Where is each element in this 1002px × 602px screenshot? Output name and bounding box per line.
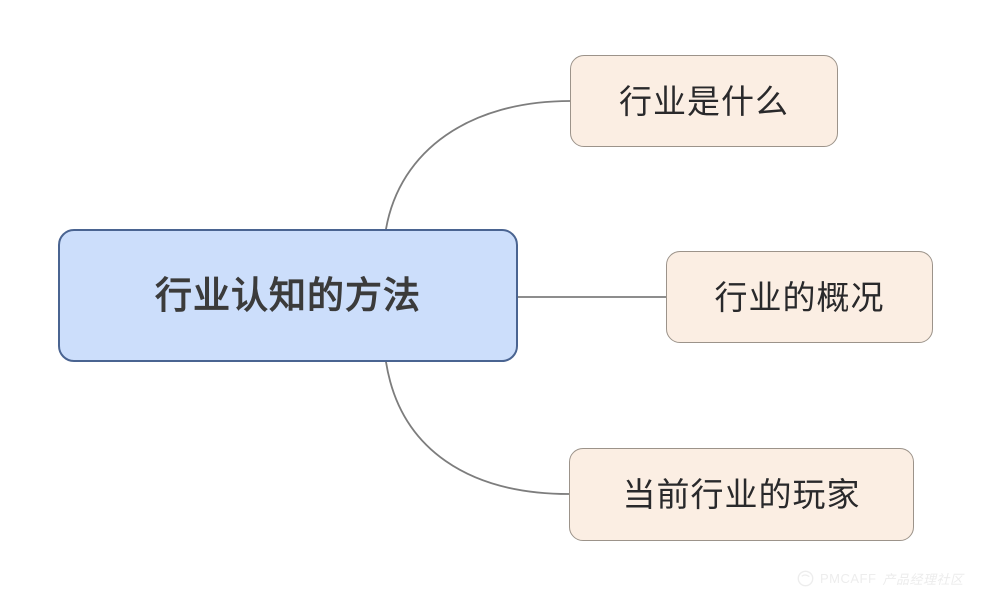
mindmap-child-node-1[interactable]: 行业是什么 xyxy=(570,55,838,147)
watermark: PMCAFF 产品经理社区 xyxy=(797,569,963,588)
mindmap-child-node-2-label: 行业的概况 xyxy=(714,278,885,316)
mindmap-child-node-1-label: 行业是什么 xyxy=(619,82,789,120)
connector-root-to-child-2 xyxy=(385,361,570,495)
mindmap-root-node[interactable]: 行业认知的方法 xyxy=(58,229,518,362)
mindmap-child-node-3-label: 当前行业的玩家 xyxy=(622,476,861,513)
mindmap-child-node-3[interactable]: 当前行业的玩家 xyxy=(569,448,914,541)
mindmap-child-node-2[interactable]: 行业的概况 xyxy=(666,251,933,343)
mindmap-root-node-label: 行业认知的方法 xyxy=(155,275,421,316)
watermark-brand: PMCAFF xyxy=(820,571,877,586)
watermark-tagline: 产品经理社区 xyxy=(882,572,964,587)
pmcaff-circle-logo-icon xyxy=(797,570,814,587)
connector-root-to-child-0 xyxy=(385,100,571,230)
